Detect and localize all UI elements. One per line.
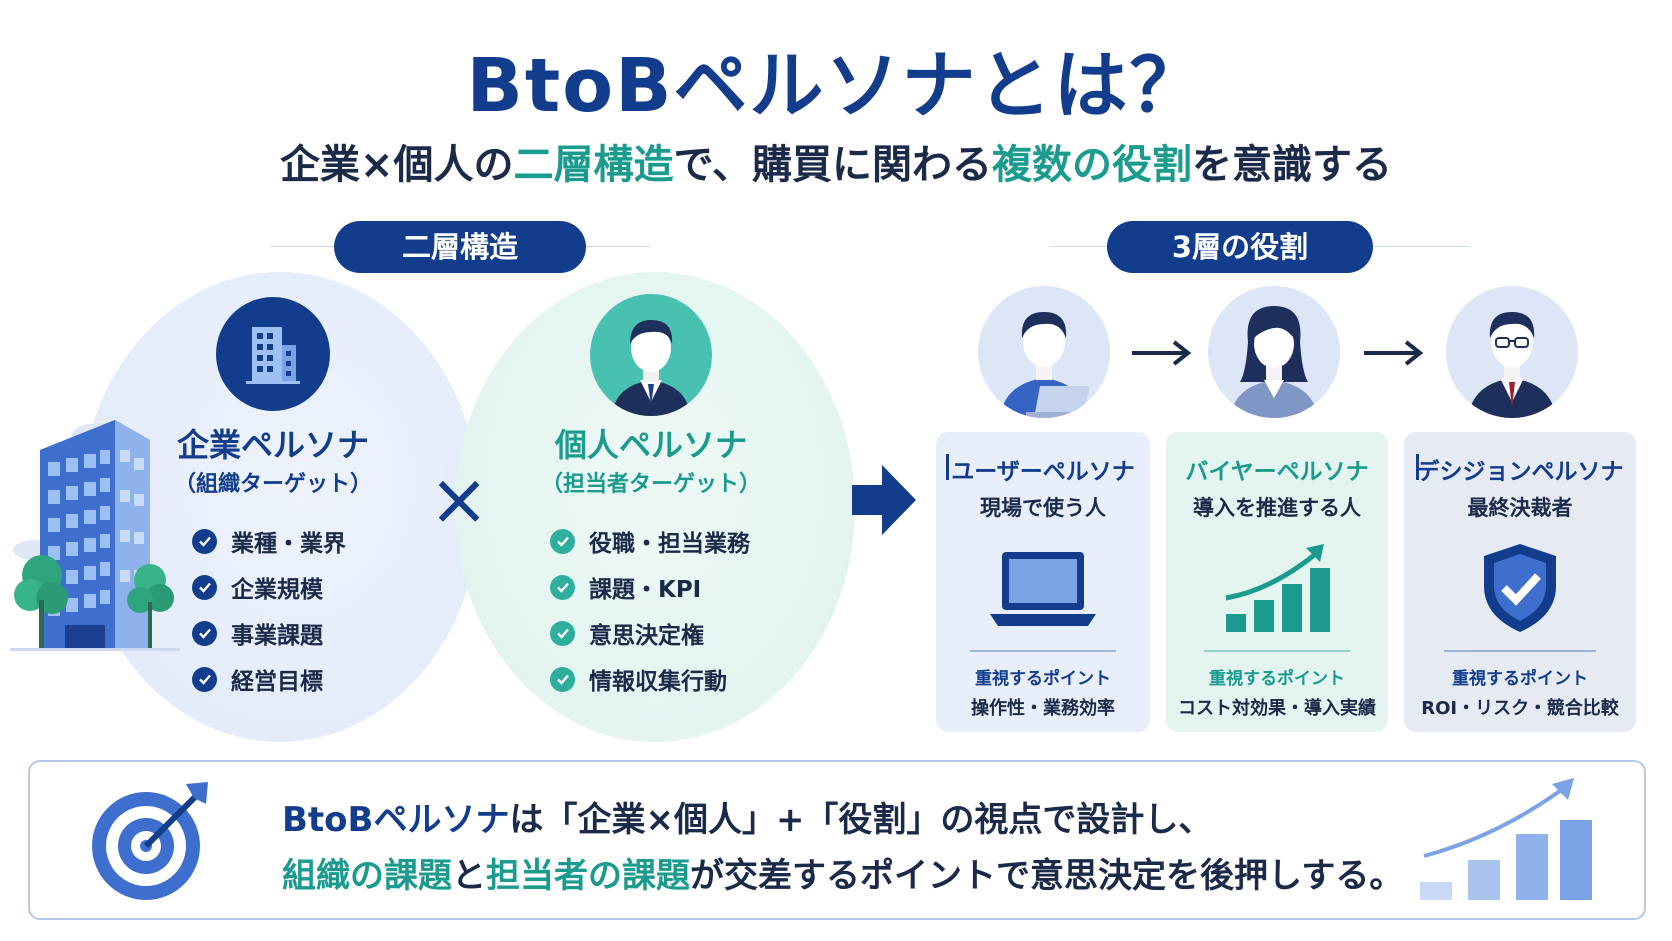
check-icon [550, 574, 575, 600]
page-title: BtoBペルソナとは？ [466, 43, 1206, 129]
check-icon [550, 528, 575, 554]
office-building-icon [10, 420, 180, 651]
laptop-icon [990, 552, 1096, 626]
decision-persona-avatar [1446, 286, 1578, 418]
shield-check-icon [1484, 544, 1556, 632]
list-item: 経営目標 [192, 656, 346, 702]
role-title: デシジョンペルソナ [1416, 459, 1624, 485]
list-item: 事業課題 [192, 610, 346, 656]
point-text: 操作性・業務効率 [971, 698, 1115, 719]
role-card-decision: デシジョンペルソナ 最終決裁者 重視するポイント ROI・リスク・競合比較 [1404, 432, 1636, 732]
check-icon [192, 574, 217, 600]
summary-line-1: BtoBペルソナは「企業×個人」+「役割」の視点で設計し、 [282, 800, 1213, 840]
person-persona-subtitle: （担当者ターゲット） [540, 472, 761, 497]
role-title: バイヤーペルソナ [1185, 459, 1369, 485]
role-description: 導入を推進する人 [1193, 496, 1361, 520]
list-item: 情報収集行動 [550, 656, 750, 702]
divider [1444, 650, 1596, 652]
user-persona-avatar [978, 286, 1110, 418]
point-label: 重視するポイント [975, 669, 1111, 689]
divider [970, 650, 1116, 652]
section-pill-two-layer: 二層構造 [334, 221, 586, 273]
point-text: コスト対効果・導入実績 [1178, 698, 1376, 719]
check-icon [550, 620, 575, 646]
page-subtitle: 企業×個人の二層構造で、購買に関わる複数の役割を意識する [280, 142, 1392, 188]
point-label: 重視するポイント [1209, 669, 1345, 689]
building-icon [216, 297, 330, 411]
point-label: 重視するポイント [1452, 669, 1588, 689]
buyer-persona-avatar [1208, 286, 1340, 418]
list-item: 業種・業界 [192, 518, 346, 564]
role-description: 現場で使う人 [980, 496, 1106, 520]
growth-chart-icon [1225, 544, 1330, 632]
summary-box [28, 760, 1646, 920]
summary-line-2: 組織の課題と担当者の課題が交差するポイントで意思決定を後押しする。 [282, 856, 1404, 896]
company-persona-subtitle: （組織ターゲット） [173, 472, 372, 497]
target-icon [92, 782, 208, 900]
card-accent [1416, 454, 1419, 480]
list-item: 課題・KPI [550, 564, 750, 610]
check-icon [192, 528, 217, 554]
arrow-right-icon [852, 465, 916, 535]
check-icon [192, 620, 217, 646]
arrow-right-icon [1364, 340, 1424, 366]
point-text: ROI・リスク・競合比較 [1421, 698, 1619, 719]
person-icon [590, 294, 712, 416]
company-persona-title: 企業ペルソナ [176, 426, 369, 464]
role-card-user: ユーザーペルソナ 現場で使う人 重視するポイント 操作性・業務効率 [936, 432, 1150, 732]
check-icon [550, 666, 575, 692]
divider [1204, 650, 1350, 652]
section-pill-three-roles: 3層の役割 [1107, 221, 1373, 273]
list-item: 役職・担当業務 [550, 518, 750, 564]
company-attribute-list: 業種・業界 企業規模 事業課題 経営目標 [192, 518, 346, 702]
list-item: 企業規模 [192, 564, 346, 610]
times-icon: × [428, 457, 490, 541]
person-persona-title: 個人ペルソナ [554, 426, 747, 464]
card-accent [946, 454, 949, 480]
check-icon [192, 666, 217, 692]
role-description: 最終決裁者 [1467, 496, 1573, 520]
arrow-right-icon [1132, 340, 1192, 366]
list-item: 意思決定権 [550, 610, 750, 656]
role-card-buyer: バイヤーペルソナ 導入を推進する人 重視するポイント コスト対効果・導入実績 [1166, 432, 1388, 732]
role-title: ユーザーペルソナ [951, 459, 1135, 485]
person-attribute-list: 役職・担当業務 課題・KPI 意思決定権 情報収集行動 [550, 518, 750, 702]
growth-chart-icon [1420, 778, 1592, 900]
